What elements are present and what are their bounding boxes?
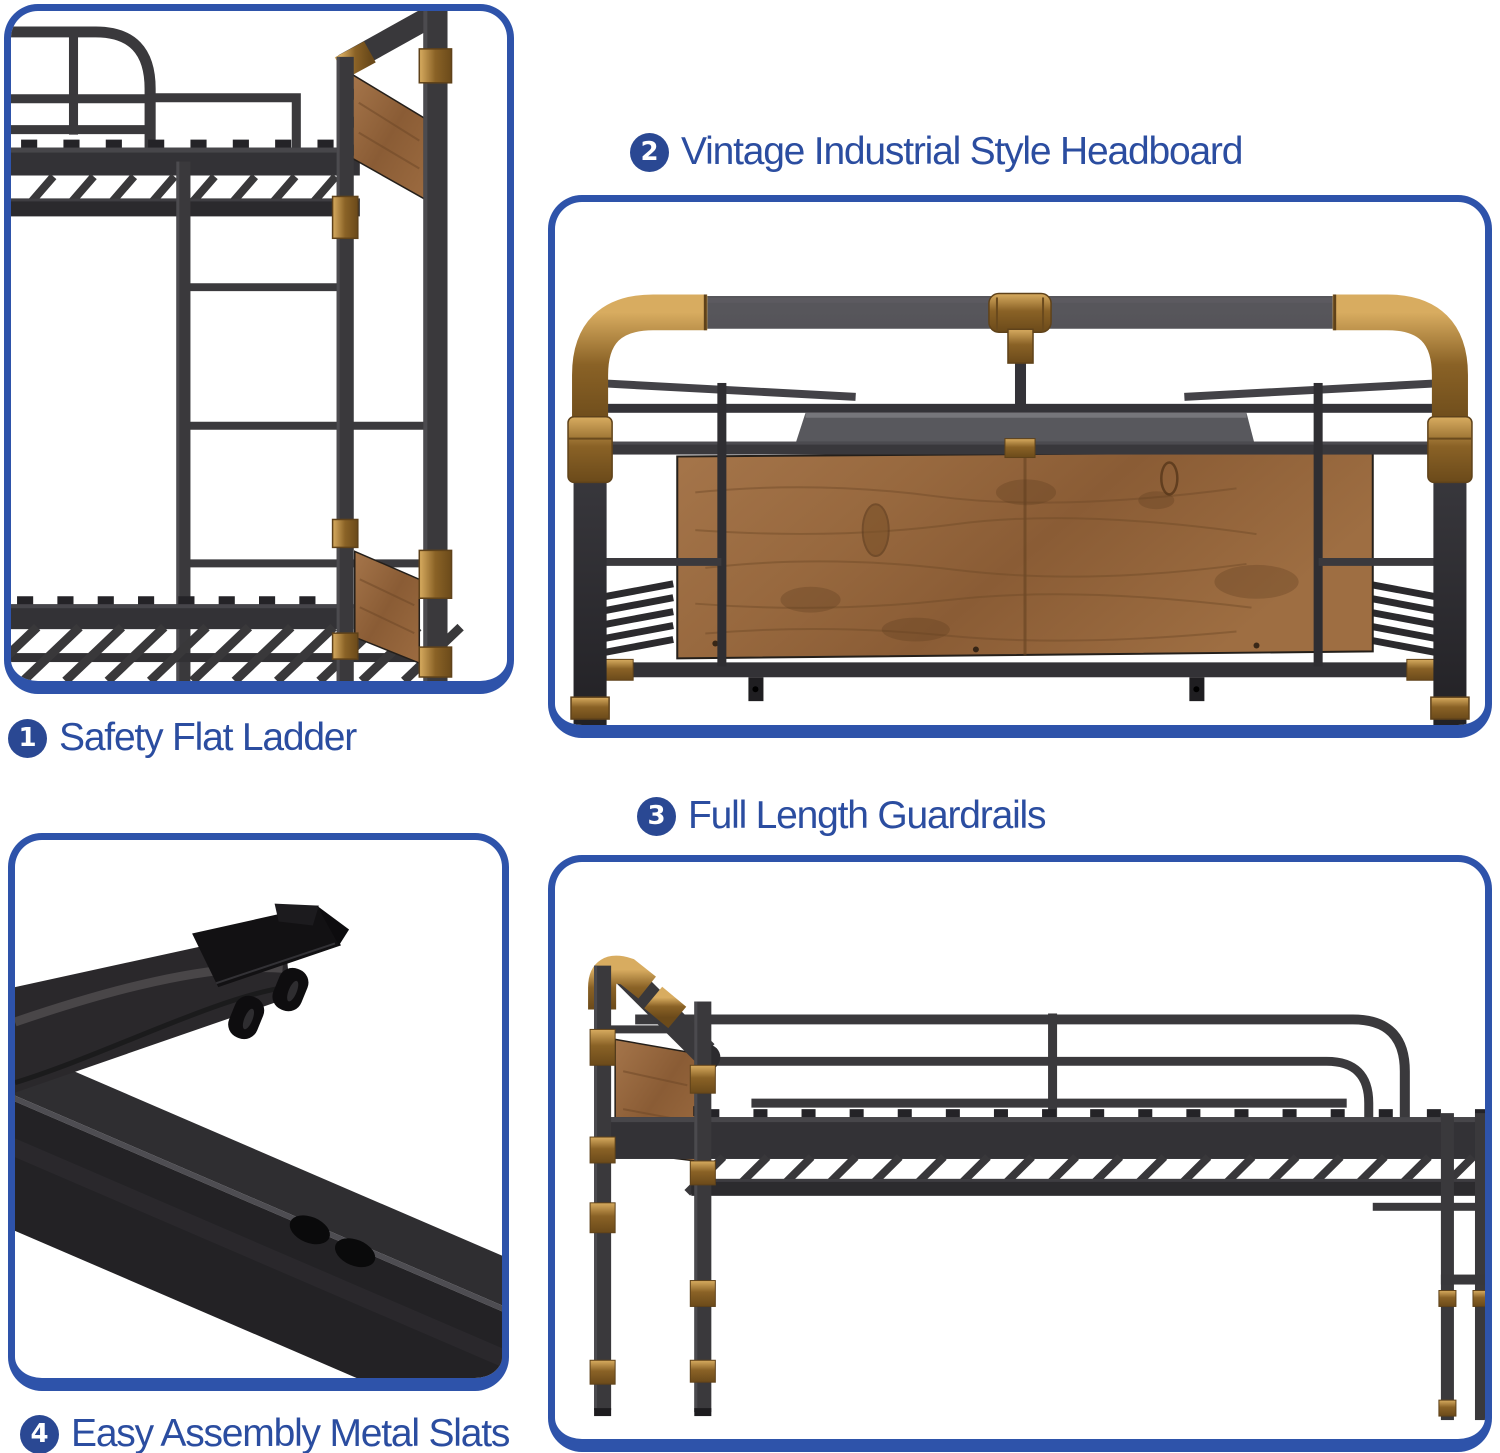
feature-label-4: 4 Easy Assembly Metal Slats	[20, 1412, 510, 1453]
photo-panel-vintage-headboard	[548, 195, 1492, 738]
metal-slat-closeup-photo	[15, 903, 502, 1378]
feature-2-text: Vintage Industrial Style Headboard	[681, 130, 1243, 173]
feature-3-badge: 3	[637, 796, 676, 836]
feature-3-text: Full Length Guardrails	[688, 794, 1046, 837]
bunk-bed-guardrail-photo	[588, 955, 1485, 1421]
feature-1-badge: 1	[8, 718, 47, 758]
feature-1-text: Safety Flat Ladder	[59, 716, 357, 759]
feature-label-2: 2 Vintage Industrial Style Headboard	[630, 130, 1243, 174]
photo-panel-safety-flat-ladder	[4, 4, 514, 694]
feature-2-badge: 2	[630, 132, 669, 172]
bunk-bed-headboard-photo	[567, 292, 1473, 725]
bunk-bed-ladder-photo	[11, 11, 464, 681]
photo-panel-full-length-guardrails	[548, 855, 1492, 1452]
feature-label-3: 3 Full Length Guardrails	[637, 794, 1046, 838]
feature-4-text: Easy Assembly Metal Slats	[71, 1412, 510, 1453]
photo-panel-metal-slats	[8, 833, 509, 1391]
feature-4-badge: 4	[20, 1414, 59, 1453]
feature-label-1: 1 Safety Flat Ladder	[8, 716, 357, 760]
